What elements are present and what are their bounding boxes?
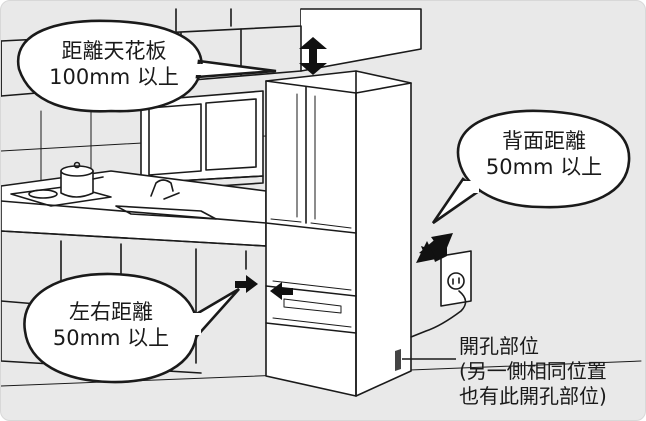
faucet bbox=[150, 179, 174, 197]
vent-hole-icon bbox=[395, 349, 401, 371]
hole-note-line3: 也有此開孔部位) bbox=[459, 384, 607, 408]
cooking-pot bbox=[60, 161, 104, 198]
back-label-line2: 50mm 以上 bbox=[485, 154, 603, 179]
refrigerator bbox=[265, 70, 412, 397]
kitchen-counter bbox=[1, 170, 267, 247]
ceiling-label-line2: 100mm 以上 bbox=[49, 64, 179, 89]
hole-note-line1: 開孔部位 bbox=[459, 334, 539, 358]
double-arrow-vertical-icon bbox=[299, 37, 327, 75]
side-arrows-icon bbox=[235, 275, 293, 300]
kitchen-window bbox=[140, 90, 264, 192]
back-label-line1: 背面距離 bbox=[502, 129, 586, 153]
ceiling-label-line1: 距離天花板 bbox=[61, 39, 167, 63]
sides-label-line2: 50mm 以上 bbox=[52, 325, 170, 350]
speech-bubbles bbox=[16, 19, 631, 384]
hole-note-line2: (另一側相同位置 bbox=[459, 359, 607, 383]
power-outlet-icon bbox=[410, 250, 472, 338]
back-clearance-label: 背面距離 50mm 以上 bbox=[469, 129, 619, 180]
vent-hole-note: 開孔部位 (另一側相同位置 也有此開孔部位) bbox=[459, 334, 607, 409]
sides-label-line1: 左右距離 bbox=[69, 300, 153, 324]
side-clearance-label: 左右距離 50mm 以上 bbox=[31, 300, 191, 351]
double-arrow-diagonal-icon bbox=[416, 233, 453, 263]
ceiling-clearance-label: 距離天花板 100mm 以上 bbox=[29, 39, 199, 90]
